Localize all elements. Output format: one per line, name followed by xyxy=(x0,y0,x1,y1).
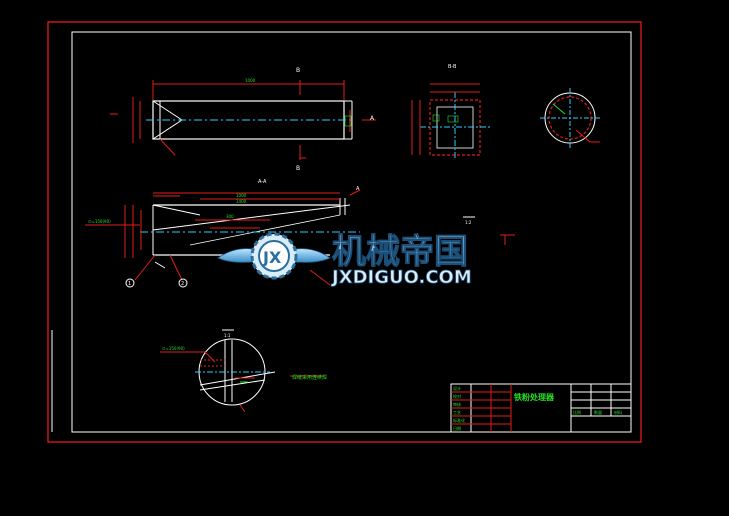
drawing-title: 铁粉处理器 xyxy=(514,392,555,402)
svg-text:300: 300 xyxy=(226,214,234,219)
detail-mark-right: 1:2 xyxy=(463,216,475,225)
title-block-header-3: 材料 xyxy=(614,409,622,415)
title-block-row-1: 设计 xyxy=(453,385,461,391)
inner-border xyxy=(71,31,632,433)
balloon-1: 1 xyxy=(125,278,135,288)
detail-mark-top: 1:1 xyxy=(222,329,234,338)
balloon-2: 2 xyxy=(178,278,188,288)
svg-text:1:1: 1:1 xyxy=(224,333,231,338)
svg-text:2: 2 xyxy=(181,281,184,287)
detail-circle-view: ∅=150(90) xyxy=(160,338,325,413)
svg-text:1400: 1400 xyxy=(236,199,247,204)
view-label-a-side: A xyxy=(356,186,360,192)
svg-text:1000: 1000 xyxy=(245,78,256,83)
circular-section-view xyxy=(540,88,600,148)
section-aa-view: 1000 1400 300 ∅=150(90) xyxy=(85,189,515,286)
view-label-b-bottom: B xyxy=(296,165,300,172)
view-label-a-top-view: A xyxy=(370,115,375,122)
view-label-b-top: B xyxy=(296,67,300,74)
svg-text:1: 1 xyxy=(128,281,131,287)
title-block: 设计 校对 审核 工艺 标准化 日期 铁粉处理器 比例 数量 材料 xyxy=(450,383,632,433)
section-aa-label: A-A xyxy=(258,179,267,185)
top-view-tube: 1000 xyxy=(110,78,376,160)
title-block-header-1: 比例 xyxy=(573,409,581,415)
section-bb-view xyxy=(411,83,490,160)
svg-text:1000: 1000 xyxy=(236,193,247,198)
title-block-row-6: 日期 xyxy=(453,425,461,431)
svg-text:1:2: 1:2 xyxy=(465,220,472,225)
weld-note: 焊缝采用连续焊 xyxy=(292,374,327,381)
title-block-header-2: 数量 xyxy=(594,409,602,415)
title-block-row-3: 审核 xyxy=(453,401,461,407)
svg-text:∅=150(90): ∅=150(90) xyxy=(162,346,185,351)
svg-text:∅=150(90): ∅=150(90) xyxy=(88,219,111,224)
section-bb-label: B-B xyxy=(448,64,457,70)
title-block-row-5: 标准化 xyxy=(453,417,465,423)
title-block-row-4: 工艺 xyxy=(453,410,461,415)
outer-border xyxy=(47,21,642,443)
title-block-row-2: 校对 xyxy=(453,393,461,399)
